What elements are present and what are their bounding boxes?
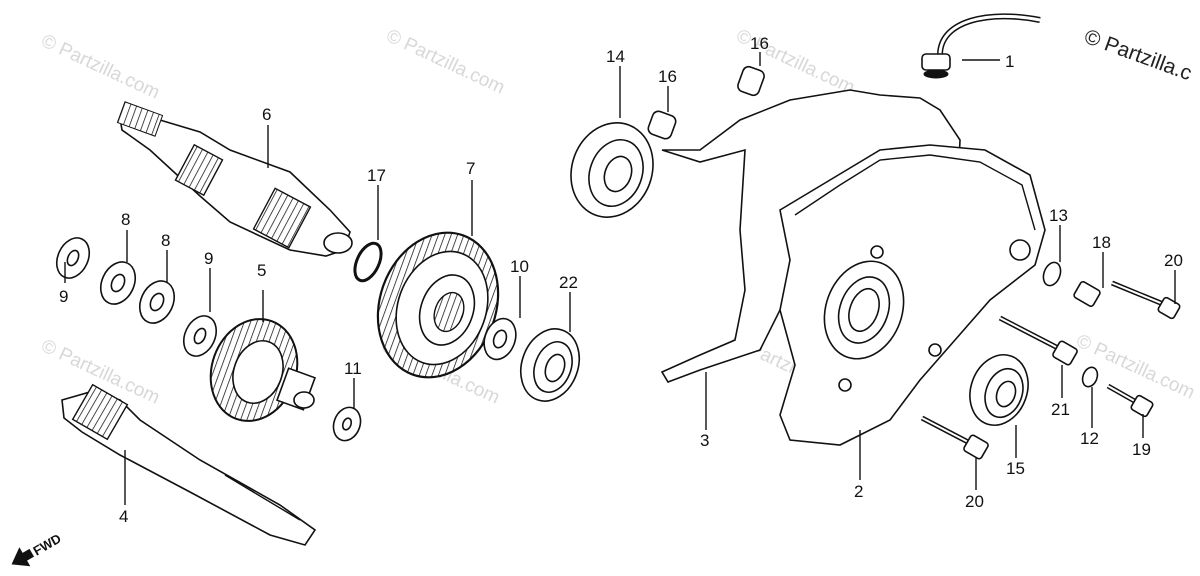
part-circlip	[353, 241, 383, 283]
callout-8: 8	[121, 210, 130, 229]
callout-labels: 1 2 3 4 5 6 7 8 8 9 9 10 11 12 13 14 15 …	[59, 34, 1183, 526]
callout-3: 3	[700, 431, 709, 450]
forward-direction-arrow: FWD	[11, 531, 64, 567]
watermark-text: © Partzilla.com	[38, 30, 163, 103]
callout-21: 21	[1051, 400, 1070, 419]
fwd-label: FWD	[30, 531, 63, 559]
callout-20: 20	[1164, 251, 1183, 270]
callout-1: 1	[1005, 52, 1014, 71]
arrow-icon	[11, 547, 35, 567]
callout-14: 14	[606, 47, 625, 66]
part-dowel-pins	[647, 65, 765, 140]
part-washer	[483, 317, 517, 361]
callout-18: 18	[1092, 233, 1111, 252]
leader-lines	[64, 52, 1176, 505]
watermark-text: © Partzilla.com	[383, 25, 508, 98]
callout-16: 16	[658, 67, 677, 86]
part-countershaft	[61, 383, 317, 546]
part-mainshaft	[116, 101, 353, 257]
callout-6: 6	[262, 105, 271, 124]
part-bearing-small	[520, 328, 580, 402]
callout-10: 10	[510, 257, 529, 276]
callout-11: 11	[344, 359, 362, 378]
corner-watermark: © Partzilla.c	[1081, 25, 1194, 85]
callout-19: 19	[1132, 440, 1151, 459]
callout-5: 5	[257, 261, 266, 280]
callout-4: 4	[119, 507, 128, 526]
callout-12: 12	[1080, 429, 1099, 448]
part-countershaft-gear	[209, 318, 316, 422]
washer-set	[55, 237, 218, 357]
callout-9: 9	[204, 249, 213, 268]
part-final-gear	[376, 231, 500, 379]
callout-20: 20	[965, 492, 984, 511]
callout-7: 7	[466, 159, 475, 178]
callout-15: 15	[1006, 459, 1025, 478]
part-oil-seal	[969, 354, 1029, 426]
callout-16: 16	[750, 34, 769, 53]
callout-9: 9	[59, 287, 68, 306]
part-breather-tube	[921, 13, 1041, 79]
part-bolts	[920, 280, 1181, 460]
part-bearing-large	[570, 122, 654, 218]
part-transmission-cover	[779, 144, 1046, 446]
part-washer-small	[332, 406, 362, 442]
part-washers-right	[1042, 261, 1099, 388]
callout-8: 8	[161, 231, 170, 250]
callout-17: 17	[367, 166, 386, 185]
callout-2: 2	[854, 482, 863, 501]
callout-22: 22	[559, 273, 578, 292]
callout-13: 13	[1049, 206, 1068, 225]
